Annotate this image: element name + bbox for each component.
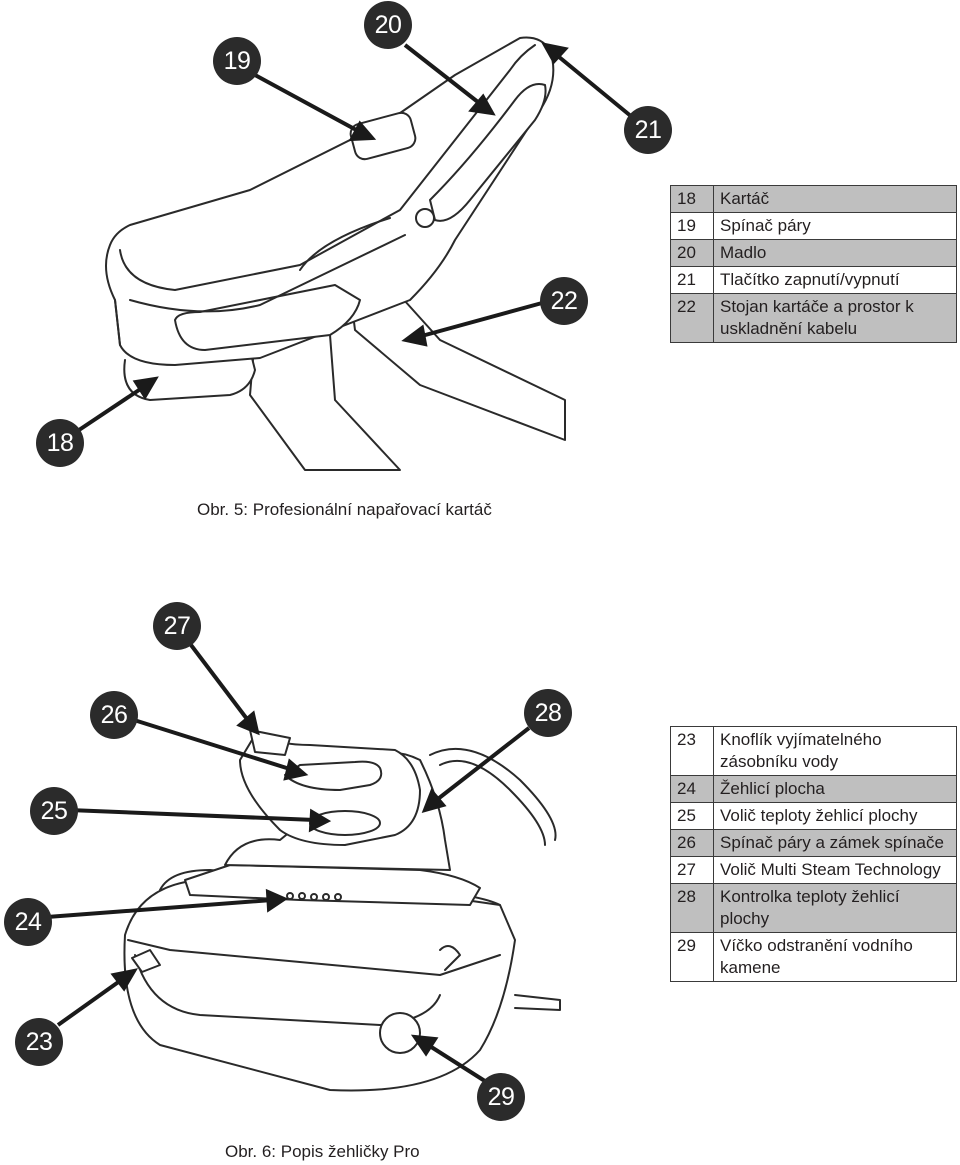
legend-text: Kartáč bbox=[713, 185, 957, 213]
legend-text: Madlo bbox=[713, 239, 957, 267]
legend-text: Víčko odstranění vodního kamene bbox=[713, 932, 957, 982]
callout-badge-21: 21 bbox=[624, 106, 672, 154]
callout-badge-28: 28 bbox=[524, 689, 572, 737]
legend-number: 18 bbox=[670, 185, 714, 213]
legend-text: Stojan kartáče a prostor k uskladnění ka… bbox=[713, 293, 957, 343]
legend-number: 26 bbox=[670, 829, 714, 857]
legend-number: 24 bbox=[670, 775, 714, 803]
legend-text: Spínač páry a zámek spínače bbox=[713, 829, 957, 857]
legend-text: Tlačítko zapnutí/vypnutí bbox=[713, 266, 957, 294]
legend-number: 29 bbox=[670, 932, 714, 982]
legend-text: Kontrolka teploty žehlicí plochy bbox=[713, 883, 957, 933]
legend-text: Žehlicí plocha bbox=[713, 775, 957, 803]
callout-badge-26: 26 bbox=[90, 691, 138, 739]
steam-brush-illustration bbox=[74, 36, 634, 471]
callout-badge-24: 24 bbox=[4, 898, 52, 946]
legend-number: 20 bbox=[670, 239, 714, 267]
callout-badge-22: 22 bbox=[540, 277, 588, 325]
callout-badge-20: 20 bbox=[364, 1, 412, 49]
legend-number: 19 bbox=[670, 212, 714, 240]
legend-number: 23 bbox=[670, 726, 714, 776]
legend-number: 27 bbox=[670, 856, 714, 884]
legend-number: 25 bbox=[670, 802, 714, 830]
legend-text: Spínač páry bbox=[713, 212, 957, 240]
callout-badge-27: 27 bbox=[153, 602, 201, 650]
callout-badge-29: 29 bbox=[477, 1073, 525, 1121]
callout-badge-18: 18 bbox=[36, 419, 84, 467]
legend-number: 28 bbox=[670, 883, 714, 933]
callout-badge-25: 25 bbox=[30, 787, 78, 835]
legend-number: 22 bbox=[670, 293, 714, 343]
callout-badge-23: 23 bbox=[15, 1018, 63, 1066]
legend-text: Knoflík vyjímatelného zásobníku vody bbox=[713, 726, 957, 776]
legend-number: 21 bbox=[670, 266, 714, 294]
figure6-caption: Obr. 6: Popis žehličky Pro bbox=[225, 1142, 420, 1161]
legend-text: Volič teploty žehlicí plochy bbox=[713, 802, 957, 830]
callout-badge-19: 19 bbox=[213, 37, 261, 85]
legend-text: Volič Multi Steam Technology bbox=[713, 856, 957, 884]
figure5-caption: Obr. 5: Profesionální napařovací kartáč bbox=[197, 500, 492, 519]
